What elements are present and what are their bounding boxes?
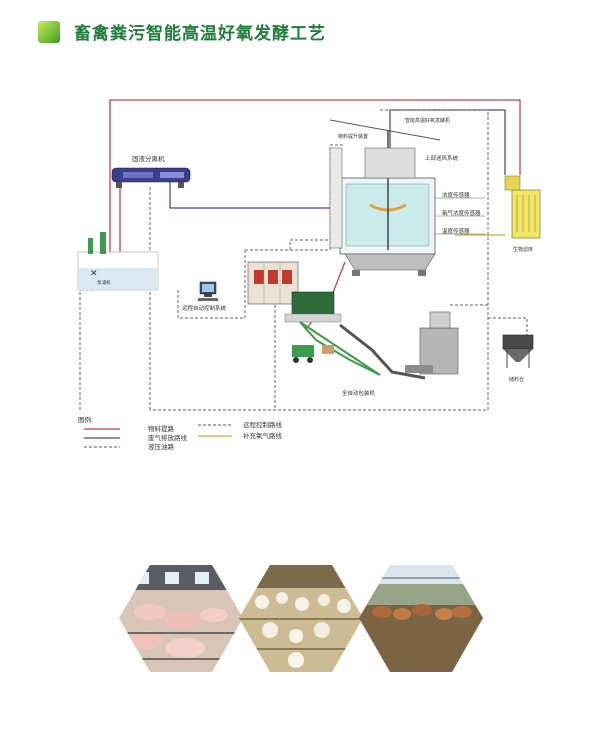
legend-label-exhaust: 废气排放路线 <box>148 433 188 442</box>
oxygen-sensor-label: 氧气浓度传感器 <box>442 209 481 217</box>
legend-label-oxygen: 补充氧气路线 <box>243 431 283 440</box>
pump-label: 泵浦机 <box>97 279 111 286</box>
pump-icon: ✕ <box>90 269 98 279</box>
separator-label: 固液分离机 <box>132 154 165 163</box>
chickens-photo <box>239 565 363 672</box>
legend-label-hydraulic: 液压油路 <box>148 442 175 451</box>
legend: 图例: 物料提路 远程控制路线 废气排放路线 补充氧气路线 液压油路 <box>78 415 283 451</box>
fermenter-label: 智能高温好氧发酵机 <box>405 117 450 124</box>
legend-heading: 图例: <box>78 415 93 424</box>
slurry-tank: ✕ 泵浦机 <box>77 232 159 291</box>
header-square-icon <box>38 20 60 43</box>
upper-air-label: 上部送风系统 <box>425 154 459 162</box>
ammonia-sensor-label: 浓度传感器 <box>442 191 470 199</box>
page-title: 畜禽粪污智能高温好氧发酵工艺 <box>74 24 326 44</box>
solid-liquid-separator: 固液分离机 <box>111 154 191 188</box>
temperature-sensor-label: 温度传感器 <box>442 227 470 235</box>
packer-label: 全自动包装机 <box>342 389 376 397</box>
legend-label-remote: 远程控制路线 <box>243 420 283 429</box>
pigs-photo <box>119 565 243 672</box>
silo-label: 储料仓 <box>509 376 524 383</box>
biofilter-tower: 生物滤床 <box>504 175 541 253</box>
remote-control-computer: 远程自动控制系统 <box>182 281 227 312</box>
packaging-line: 全自动包装机 <box>284 291 459 397</box>
sensor-labels: 浓度传感器 氧气浓度传感器 温度传感器 <box>435 191 485 235</box>
fermenter: 智能高温好氧发酵机 物料提升装置 上部送风系统 <box>329 117 459 276</box>
legend-label-material: 物料提路 <box>148 424 175 433</box>
biofilter-label: 生物滤床 <box>513 246 533 253</box>
page-header: 畜禽粪污智能高温好氧发酵工艺 <box>38 19 326 44</box>
remote-control-label: 远程自动控制系统 <box>182 304 227 312</box>
lift-label: 物料提升装置 <box>338 133 368 140</box>
storage-silo: 储料仓 <box>502 334 534 383</box>
control-cabinets <box>247 261 299 305</box>
cattle-photo <box>359 565 483 672</box>
